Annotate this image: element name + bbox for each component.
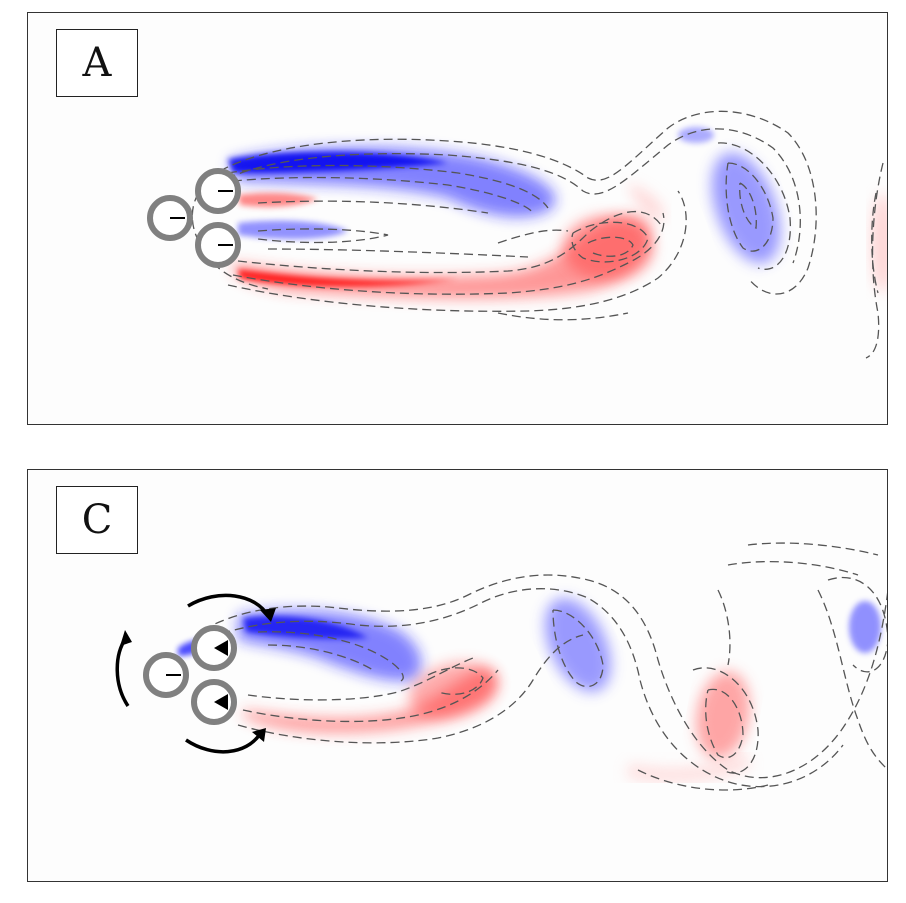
panel-a: A <box>27 12 888 425</box>
panel-a-flow-field <box>147 110 887 359</box>
panel-c-flow-field <box>115 542 887 791</box>
contour-lines <box>202 542 887 791</box>
contour-lines <box>191 110 884 359</box>
cylinder-array <box>147 168 241 268</box>
panel-c-label: C <box>56 486 138 554</box>
cylinder-top <box>195 168 241 214</box>
negative-vorticity-regions <box>228 127 781 264</box>
panel-c: C <box>27 469 888 882</box>
cylinder-array <box>143 625 237 725</box>
positive-vorticity-regions <box>233 183 887 299</box>
rotation-arrow-icon <box>185 732 262 754</box>
cylinder-bottom <box>191 679 237 725</box>
cylinder-front <box>147 195 193 241</box>
cylinder-front <box>143 652 189 698</box>
panel-a-label: A <box>56 29 138 97</box>
cylinder-top <box>191 625 237 671</box>
rotation-arrow-icon <box>115 636 130 707</box>
positive-vorticity-regions <box>213 650 752 783</box>
cylinder-bottom <box>195 222 241 268</box>
arrow-heads <box>120 608 276 742</box>
